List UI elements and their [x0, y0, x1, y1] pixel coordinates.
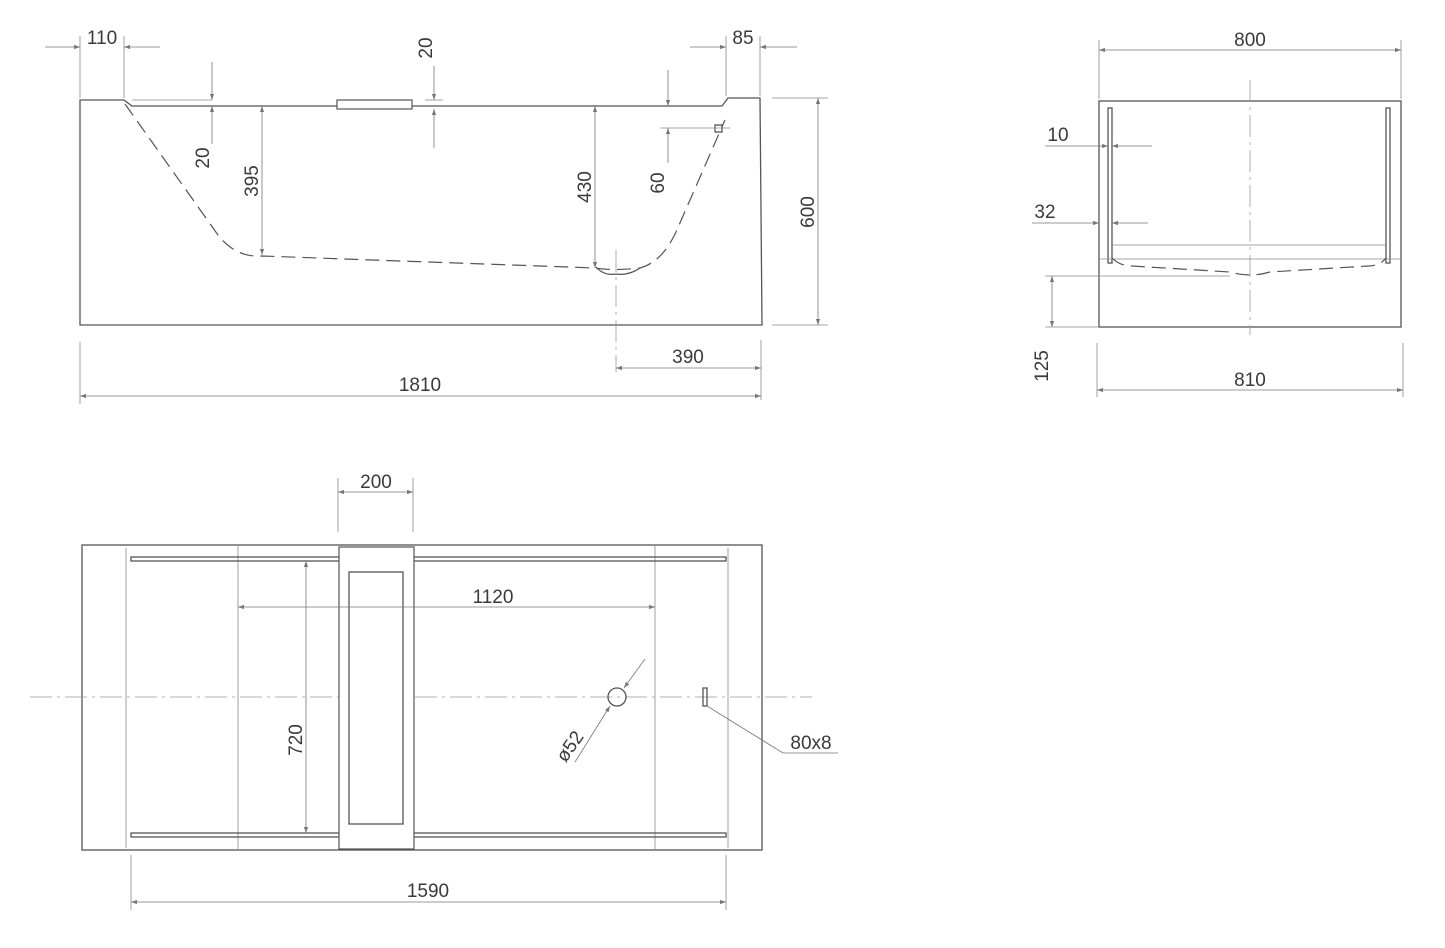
dim-inner-width: 720	[286, 724, 307, 756]
dim-rim-step: 20	[193, 147, 214, 168]
side-tray	[336, 99, 413, 110]
side-view: 110 85 20 20 395 430 60 600 39	[45, 28, 828, 404]
dim-top-width: 800	[1234, 30, 1266, 51]
dim-rail-length: 1590	[407, 881, 449, 902]
dim-rail-thickness: 10	[1047, 125, 1068, 146]
dim-top-shelf: 20	[416, 37, 437, 58]
overflow-slot	[702, 687, 708, 707]
dim-left-wall: 110	[87, 28, 117, 49]
dim-right-wall: 85	[732, 28, 753, 49]
dim-shelf-width: 200	[360, 472, 392, 493]
dim-base-height: 125	[1032, 350, 1053, 382]
drain-circle	[607, 687, 627, 707]
dim-overall-height: 600	[798, 196, 819, 228]
dim-depth-left: 395	[242, 165, 263, 197]
end-rail-right	[1385, 107, 1391, 264]
end-rail-left	[1107, 107, 1113, 264]
dim-rail-offset: 32	[1034, 202, 1055, 223]
dim-drain: ø52	[553, 727, 589, 766]
dim-overflow-height: 60	[648, 172, 669, 193]
plan-rail-top	[130, 556, 727, 562]
plan-rail-bottom	[130, 832, 727, 838]
dim-depth-right: 430	[575, 171, 596, 203]
dim-overflow: 80x8	[790, 733, 831, 754]
dim-bottom-width: 810	[1234, 370, 1266, 391]
end-view: 800 10 32 125 810	[1032, 30, 1404, 397]
plan-tray	[338, 546, 415, 850]
dim-overall-length: 1810	[399, 375, 441, 396]
dim-drain-offset: 390	[672, 347, 704, 368]
side-basin-hidden	[124, 103, 726, 271]
plan-view: 200 1120 720 ø52 80x8 1590	[30, 472, 838, 910]
dim-inner-length: 1120	[473, 587, 514, 608]
